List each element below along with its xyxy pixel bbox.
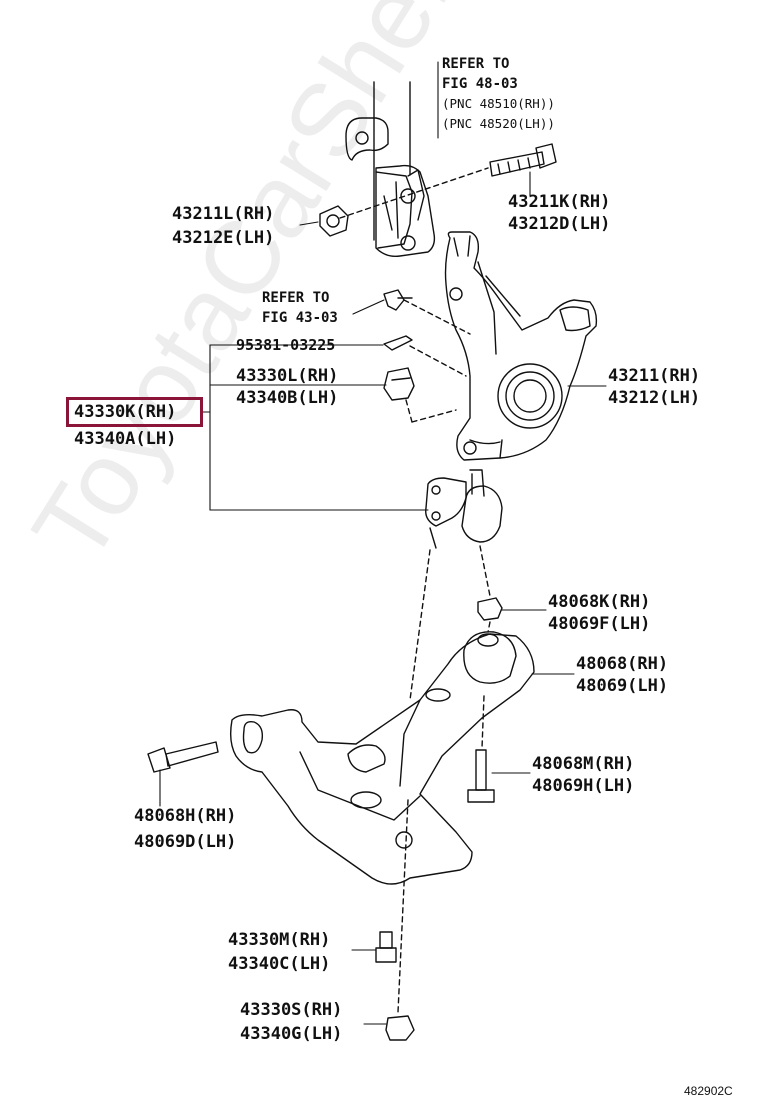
part-43330L[interactable]: 43330L(RH) [236,366,339,386]
refer-fig-48-line1: REFER TO [442,56,510,72]
part-43340G[interactable]: 43340G(LH) [240,1024,343,1044]
part-43211L[interactable]: 43211L(RH) [172,204,275,224]
part-43330S[interactable]: 43330S(RH) [240,1000,343,1020]
highlight-frame [66,397,203,427]
part-43212E[interactable]: 43212E(LH) [172,228,275,248]
refer-fig-48-line2[interactable]: FIG 48-03 [442,76,518,92]
lower-fasteners [147,597,503,1041]
part-48069H[interactable]: 48069H(LH) [532,776,635,796]
part-48069[interactable]: 48069(LH) [576,676,669,696]
steering-knuckle [444,231,598,461]
part-48068H[interactable]: 48068H(RH) [134,806,237,826]
part-43212[interactable]: 43212(LH) [608,388,701,408]
part-48069F[interactable]: 48069F(LH) [548,614,651,634]
leader-lines [159,61,607,1025]
refer-fig-43-line1: REFER TO [262,290,330,306]
part-43211[interactable]: 43211(RH) [608,366,701,386]
part-43340A[interactable]: 43340A(LH) [74,429,177,449]
ball-joint [425,469,503,549]
assembly-lines [339,167,491,1013]
part-48068K[interactable]: 48068K(RH) [548,592,651,612]
part-48068M[interactable]: 48068M(RH) [532,754,635,774]
part-48068[interactable]: 48068(RH) [576,654,669,674]
part-43340B[interactable]: 43340B(LH) [236,388,339,408]
part-43330M[interactable]: 43330M(RH) [228,930,331,950]
strut-assembly [345,81,436,258]
upper-fasteners [319,143,557,401]
refer-fig-48-line3: (PNC 48510(RH)) [442,96,555,111]
part-43212D[interactable]: 43212D(LH) [508,214,611,234]
refer-fig-48-line4: (PNC 48520(LH)) [442,116,555,131]
part-43330K[interactable]: 43330K(RH) [74,402,177,422]
part-43211K[interactable]: 43211K(RH) [508,192,611,212]
diagram-code: 482902C [684,1084,733,1098]
lower-control-arm [229,631,535,885]
part-95381-03225[interactable]: 95381-03225 [236,336,336,354]
part-43340C[interactable]: 43340C(LH) [228,954,331,974]
refer-fig-43-line2[interactable]: FIG 43-03 [262,310,338,326]
part-48069D[interactable]: 48069D(LH) [134,832,237,852]
